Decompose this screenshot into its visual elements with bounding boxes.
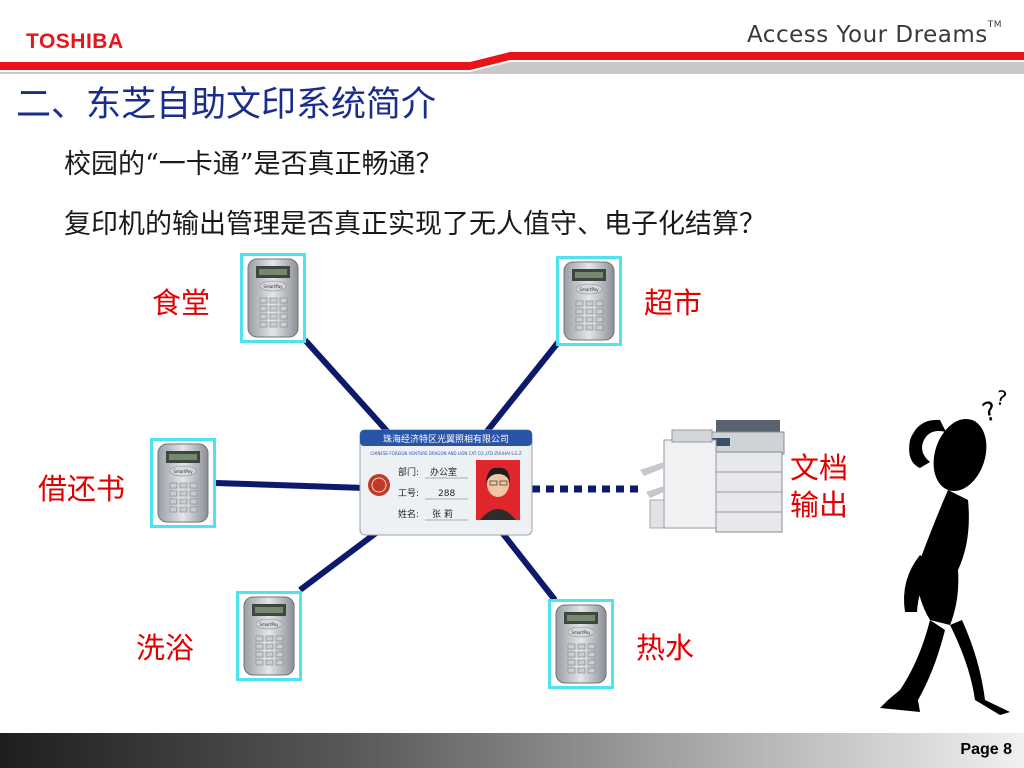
label-bath: 洗浴 [136,631,195,665]
label-output-line-2: 输出 [790,488,849,522]
trademark-mark: TM [987,20,1002,30]
label-hot-water: 热水 [636,631,695,665]
id-card-seal [368,474,390,496]
connector-supermarket [477,338,563,442]
label-supermarket: 超市 [644,286,703,320]
slide-title: 二、东芝自助文印系统简介 [16,85,437,125]
page-number: Page 8 [960,741,1012,758]
terminal-supermarket [556,255,622,347]
id-card: 珠海经济特区光翼照相有限公司 CHINESE-FOREIGN VENTURE D… [359,429,533,536]
connector-hot-water [497,528,558,602]
connector-library [215,480,366,491]
question-1: 校园的“一卡通”是否真正畅通？ [64,149,443,180]
id-card-dept-label: 部门: [398,466,419,478]
terminal-hot-water [548,598,614,690]
id-card-header [360,430,532,446]
connector-bath [298,527,382,593]
tagline-text: Access Your Dreams [746,22,988,48]
header-rule [0,52,1024,74]
thinking-figure: ? ? [880,385,1010,715]
id-card-name-value: 张 莉 [432,508,453,520]
svg-text:?: ? [994,385,1009,410]
footer-bar: Page 8 [0,733,1024,768]
header-rule-gray [0,62,1024,74]
id-card-photo [476,460,520,520]
id-card-org-en: CHINESE-FOREIGN VENTURE DRAGON AND LION … [370,451,521,456]
label-library: 借还书 [38,472,126,506]
connector-canteen [302,337,398,443]
header-rule-red [0,52,1024,70]
id-card-name-label: 姓名: [398,508,419,520]
id-card-id-value: 288 [438,489,455,499]
terminal-bath [236,590,302,682]
id-card-dept-value: 办公室 [430,466,457,478]
copier-illustration [640,420,785,533]
toshiba-logo: TOSHIBA [26,30,124,53]
label-canteen: 食堂 [152,286,211,320]
id-card-id-label: 工号: [398,488,419,499]
label-output-line-1: 文档 [790,451,849,485]
terminal-canteen [240,252,306,344]
question-2: 复印机的输出管理是否真正实现了无人值守、电子化结算？ [64,209,766,240]
tagline: Access Your DreamsTM [746,20,1002,48]
id-card-org: 珠海经济特区光翼照相有限公司 [383,433,509,445]
connectors [215,337,563,602]
terminal-library [150,437,216,529]
